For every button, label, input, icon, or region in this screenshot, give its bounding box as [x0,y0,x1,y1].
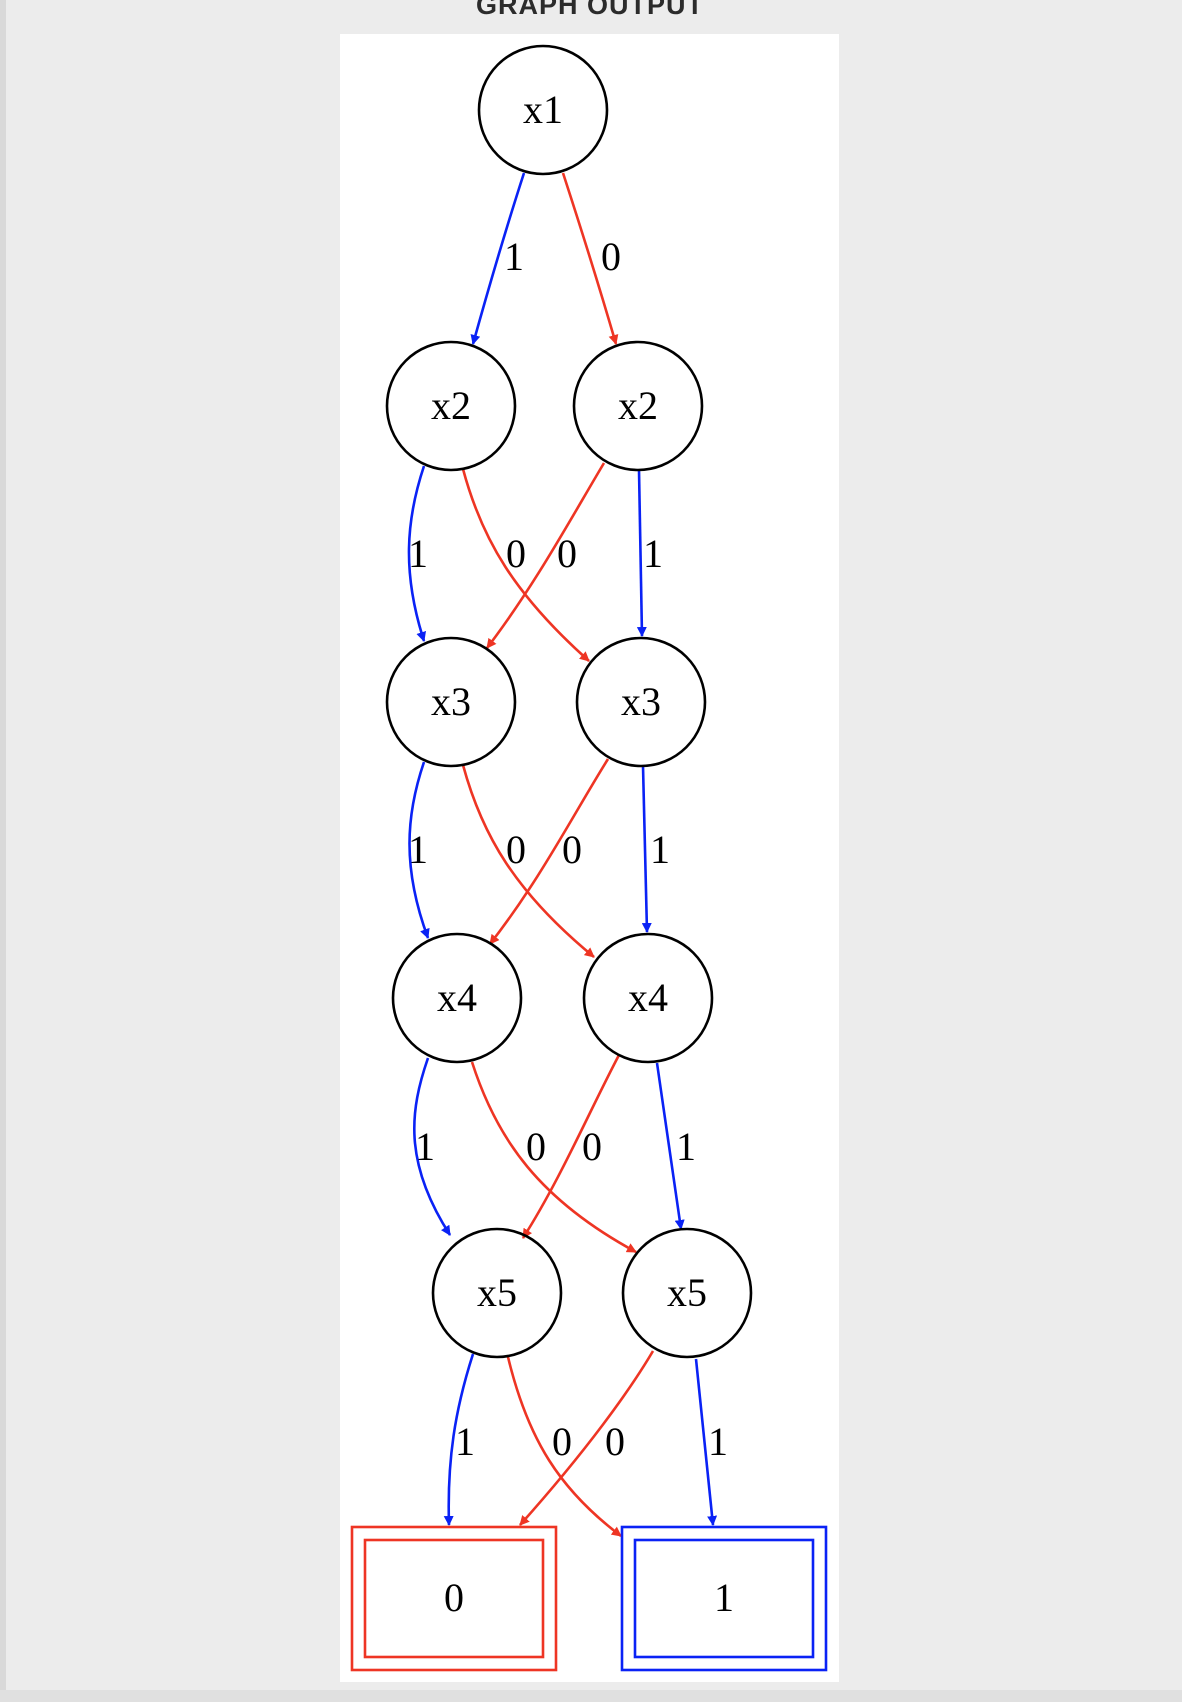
edge-label: 1 [455,1419,475,1464]
edge-x5r-0 [519,1350,655,1526]
node-x4-left [391,932,523,1064]
node-label: x1 [523,87,563,132]
edge-label: 1 [408,531,428,576]
node-label: x5 [477,1270,517,1315]
edge-x4l-x5l [413,1057,452,1236]
edge-x4r-x5l [521,1054,621,1239]
edge-x5l-0 [443,1353,475,1526]
node-label: x4 [628,975,668,1020]
edge-label: 1 [408,827,428,872]
edge-label: 0 [605,1419,625,1464]
node-x4-right [582,932,714,1064]
graph-canvas [340,34,839,1682]
edge-x4r-x5r [655,1062,685,1230]
edge-label: 0 [506,531,526,576]
edge-labels-layer: 1 0 1 0 0 1 1 0 0 1 1 0 0 1 1 0 0 1 [408,234,728,1464]
edge-x2l-x3r [461,468,590,662]
edge-label: 1 [676,1124,696,1169]
edge-x1-x2-right [561,172,619,345]
node-x1 [477,44,609,176]
edge-x5r-1 [694,1358,718,1526]
terminal-1 [620,1525,828,1672]
edge-x2r-x3r [636,469,647,637]
edge-x3l-x4l [408,761,430,939]
edge-x5l-1 [506,1356,622,1538]
node-x3-left [385,636,517,768]
node-x3-right [575,636,707,768]
edge-x3r-x4l [488,758,610,945]
node-label: 0 [444,1575,464,1620]
node-label: x2 [431,383,471,428]
edge-x1-x2-left [470,172,526,345]
edge-label: 0 [557,531,577,576]
edge-label: 0 [601,234,621,279]
edge-label: 0 [562,827,582,872]
edge-label: 0 [552,1419,572,1464]
node-label: x4 [437,975,477,1020]
edge-x3r-x4r [641,765,652,933]
edge-label: 1 [643,531,663,576]
edge-label: 0 [506,827,526,872]
window-left-edge [0,0,6,1702]
node-x5-left [431,1227,563,1359]
edge-label: 1 [708,1419,728,1464]
node-label: x5 [667,1270,707,1315]
terminal-0 [350,1525,558,1672]
edge-x4l-x5r [470,1061,637,1254]
edge-label: 1 [415,1124,435,1169]
edge-label: 1 [504,234,524,279]
nodes-layer [350,44,828,1672]
edge-label: 1 [650,827,670,872]
bottom-scrollbar-area [0,1690,1182,1702]
edges-layer [407,172,718,1538]
node-x5-right [621,1227,753,1359]
node-label: x3 [621,679,661,724]
node-label: 1 [714,1575,734,1620]
node-labels-layer: x1 x2 x2 x3 x3 x4 x4 x5 x5 0 1 [431,87,734,1620]
edge-x2l-x3l [407,465,426,642]
edge-x2r-x3l [485,462,606,649]
node-x2-left [385,340,517,472]
panel-title: GRAPH OUTPUT [476,0,704,20]
node-label: x2 [618,383,658,428]
node-x2-right [572,340,704,472]
edge-label: 0 [582,1124,602,1169]
edge-label: 0 [526,1124,546,1169]
edge-x3l-x4r [461,764,595,959]
node-label: x3 [431,679,471,724]
